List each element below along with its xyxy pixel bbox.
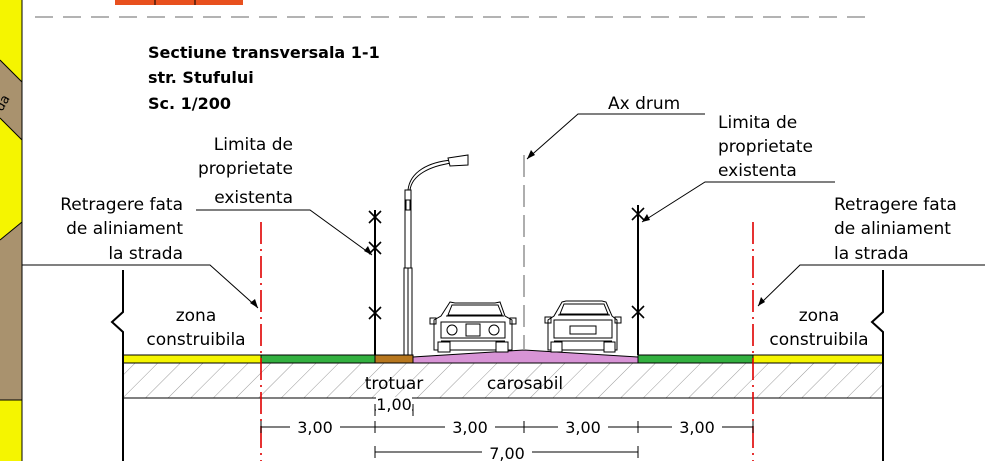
- street-name: str. Stufului: [148, 68, 254, 87]
- property-limit-right-line3: existenta: [718, 161, 797, 181]
- carriageway-label: carosabil: [487, 374, 563, 394]
- drawing-title: Sectiune transversala 1-1: [148, 43, 380, 62]
- dim-segment-3: 3,00: [565, 418, 601, 437]
- yellow-strip-right: [752, 354, 884, 364]
- right-boundary-line: [870, 270, 884, 461]
- buildable-zone-right-line1: zona: [799, 306, 840, 326]
- buildable-zone-right-line2: construibila: [769, 330, 868, 350]
- property-limit-left-line1: Limita de: [214, 135, 293, 155]
- sidewalk-strip: [374, 354, 414, 364]
- ground-hatch: [122, 362, 884, 399]
- left-margin-strip: [0, 0, 23, 461]
- property-limit-right-line1: Limita de: [718, 113, 797, 133]
- dim-segment-1: 3,00: [297, 418, 333, 437]
- leader-arrowheads: [250, 150, 765, 308]
- green-strip-right: [637, 354, 754, 364]
- property-limit-left-line3: existenta: [214, 188, 293, 208]
- property-limit-left-line2: proprietate: [198, 159, 293, 179]
- left-boundary-line: [110, 270, 124, 461]
- street-lamp-icon: [403, 154, 469, 356]
- leader-lines: [22, 113, 985, 309]
- green-strip-left: [260, 354, 376, 364]
- setback-left-line2: de aliniament: [66, 219, 183, 239]
- sidewalk-label: trotuar: [365, 374, 424, 394]
- road-axis-label: Ax drum: [608, 94, 680, 114]
- dim-sidewalk-width: 1,00: [376, 395, 412, 414]
- setback-right-line2: de aliniament: [834, 219, 951, 239]
- property-fence-left: [368, 210, 382, 355]
- dim-total-width: 7,00: [489, 444, 525, 461]
- buildable-zone-left-line2: construibila: [146, 330, 245, 350]
- car-left-icon: [429, 301, 517, 353]
- property-limit-right-line2: proprietate: [718, 137, 813, 157]
- drawing-scale: Sc. 1/200: [148, 94, 231, 113]
- setback-left-line3: la strada: [108, 244, 183, 264]
- buildable-zone-left-line1: zona: [176, 306, 217, 326]
- property-fence-right: [631, 205, 645, 355]
- carriageway-strip: [412, 349, 639, 364]
- dim-segment-4: 3,00: [679, 418, 715, 437]
- yellow-strip-left: [122, 354, 262, 364]
- car-right-icon: [544, 300, 622, 353]
- setback-right-line3: la strada: [834, 244, 909, 264]
- setback-left-line1: Retragere fata: [60, 195, 183, 215]
- setback-right-line1: Retragere fata: [834, 195, 957, 215]
- dim-segment-2: 3,00: [452, 418, 488, 437]
- top-tab: [115, 0, 243, 5]
